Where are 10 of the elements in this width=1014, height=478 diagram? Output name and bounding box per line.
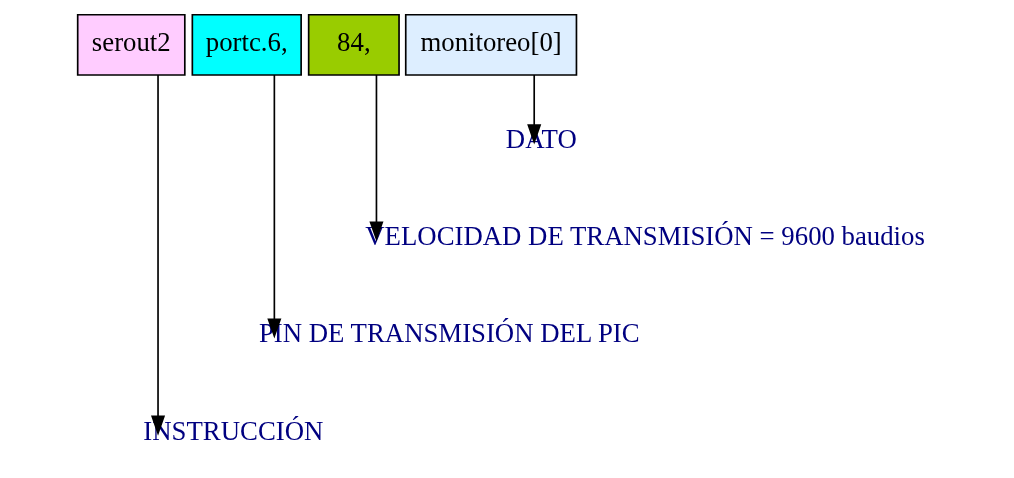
node-box: monitoreo[0] [404, 13, 578, 76]
node-text: INSTRUCCIÓN [143, 415, 324, 446]
arrow [267, 74, 282, 339]
arrow [369, 74, 384, 242]
node-box: portc.6, [191, 13, 302, 76]
node-text: VELOCIDAD DE TRANSMISIÓN = 9600 baudios [365, 221, 925, 252]
arrow [527, 74, 542, 145]
arrow [151, 74, 166, 436]
node-box: 84, [307, 13, 400, 76]
node-box: serout2 [76, 13, 186, 76]
